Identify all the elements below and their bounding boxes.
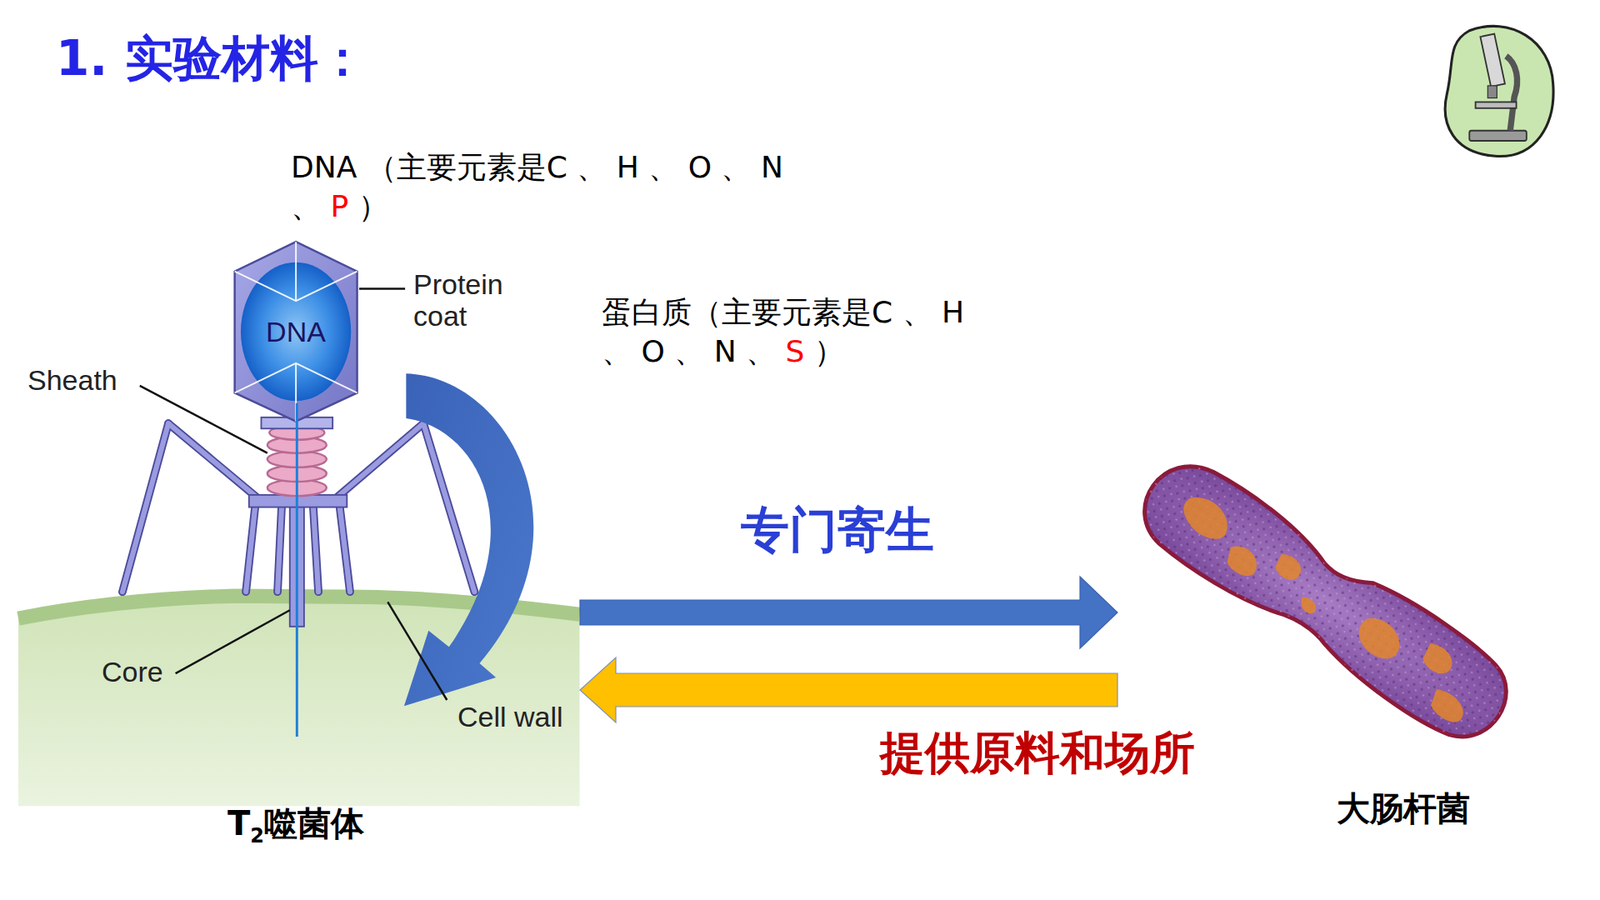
arrow-label-holder: 专门寄生: [740, 501, 935, 560]
tail-fiber: [332, 423, 424, 501]
part-name-holder: DNA: [265, 315, 326, 350]
microscope-stage: [1475, 101, 1517, 108]
node-heading-holder: 大肠杆菌: [1336, 788, 1470, 829]
part-name-holder: Core: [101, 655, 164, 690]
tail-fiber: [168, 423, 261, 501]
part-name: DNA: [265, 315, 326, 350]
part-name-holder: Protein coat: [413, 268, 526, 332]
leader-line: [140, 289, 448, 700]
part-name-holder: Sheath: [27, 363, 118, 398]
bacterium-body: [1126, 446, 1525, 756]
tail-pin: [313, 507, 319, 593]
part-name: Protein coat: [413, 268, 526, 332]
leader-line: [359, 287, 405, 290]
node-heading-holder: T2噬菌体: [227, 803, 365, 849]
icon-blob: [1445, 25, 1554, 156]
bacterium-figure: 大肠杆菌: [1117, 463, 1531, 735]
tail-pin: [340, 507, 350, 593]
microscope-tube: [1480, 34, 1505, 87]
nucleoid: [1418, 640, 1458, 679]
tail-fiber: [332, 423, 424, 501]
phage-figure: T2噬菌体: [18, 240, 580, 799]
microscope-arm: [1505, 55, 1517, 130]
slide-title-holder: 1. 实验材料：: [55, 30, 367, 89]
arrow-label-holder: 提供原料和场所: [880, 726, 1195, 781]
element-note: 蛋白质（主要元素是C 、 H 、 O 、 N 、 S ）: [601, 293, 985, 372]
nucleoid: [1350, 611, 1409, 666]
capsid-facet: [295, 241, 297, 301]
part-name: Sheath: [27, 363, 118, 398]
part-name: Cell wall: [457, 700, 564, 735]
tail-pin: [340, 507, 350, 593]
element-note-holder: DNA （主要元素是C 、 H 、 O 、 N 、 P ）: [290, 148, 791, 227]
nucleoid: [1425, 686, 1470, 728]
element-note-holder: 蛋白质（主要元素是C 、 H 、 O 、 N 、 S ）: [601, 293, 985, 372]
phage-capsid: [235, 241, 358, 422]
injection-arrow: [404, 373, 534, 706]
leader-line: [140, 385, 268, 454]
bacterium-drawing: [1126, 446, 1525, 756]
bacterium-texture: [1126, 446, 1525, 756]
microscope-base: [1469, 130, 1527, 141]
part-name-holder: Cell wall: [457, 700, 564, 735]
nucleoid: [1270, 550, 1305, 585]
capsid-facet: [235, 241, 358, 422]
tail-pin: [277, 507, 282, 593]
injected-dna: [295, 403, 299, 737]
node-heading: 大肠杆菌: [1336, 788, 1470, 829]
arrow-label: 专门寄生: [740, 501, 935, 560]
nucleoid: [1295, 595, 1319, 616]
leader-line: [175, 610, 290, 674]
slide-title: 1. 实验材料：: [55, 30, 367, 89]
microscope-lens: [1487, 85, 1497, 99]
microscope-icon: [1445, 25, 1554, 156]
leader-line: [387, 601, 447, 700]
flow-arrow: [580, 576, 1118, 649]
tail-pin: [245, 507, 255, 593]
tail-fiber: [122, 423, 169, 592]
arrow-label: 提供原料和场所: [880, 726, 1195, 781]
element-note: DNA （主要元素是C 、 H 、 O 、 N 、 P ）: [290, 148, 791, 227]
nucleoid: [1175, 490, 1236, 547]
nucleoid: [1220, 540, 1264, 581]
node-heading: T2噬菌体: [227, 803, 365, 849]
tail-fiber: [168, 423, 261, 501]
tail-fiber: [122, 423, 169, 592]
nucleoid: [1165, 484, 1489, 727]
tail-pin: [313, 507, 319, 593]
part-name: Core: [101, 655, 164, 690]
flow-arrow: [580, 657, 1118, 723]
tail-pin: [245, 507, 255, 593]
tail-pin: [277, 507, 282, 593]
